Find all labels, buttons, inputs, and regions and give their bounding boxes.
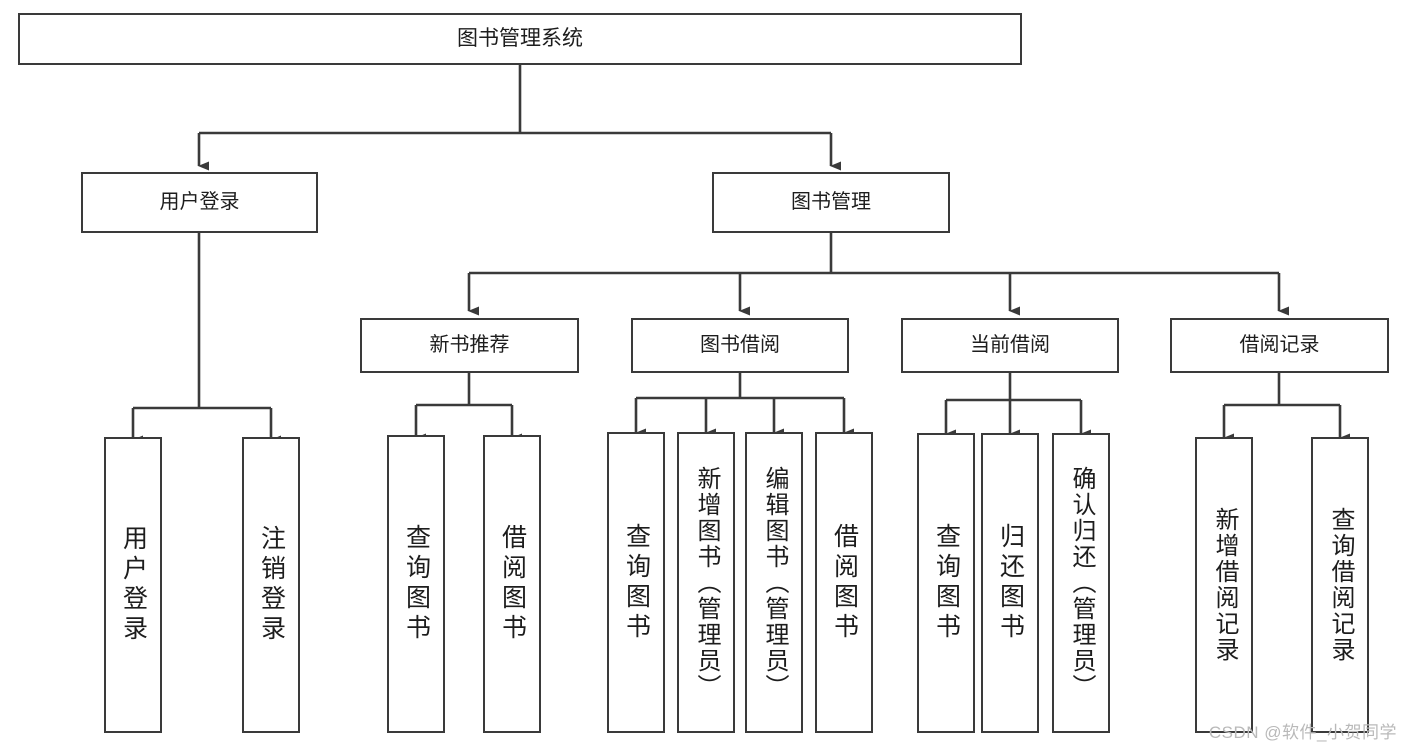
leaf-query-book-2-label: 查询图书 [622,522,651,643]
leaf-edit-book[interactable]: 编辑图书（管理员） [745,432,803,733]
leaf-query-book-3[interactable]: 查询图书 [917,433,975,733]
leaf-query-book-2[interactable]: 查询图书 [607,432,665,733]
leaf-query-record[interactable]: 查询借阅记录 [1311,437,1369,733]
node-new-book-recommend-label: 新书推荐 [429,334,510,357]
node-user-login[interactable]: 用户登录 [81,172,318,233]
leaf-borrow-book-2-label: 借阅图书 [830,522,859,643]
leaf-return-book-label: 归还图书 [996,523,1025,643]
leaf-return-book[interactable]: 归还图书 [981,433,1039,733]
node-current-borrow-label: 当前借阅 [970,334,1050,357]
node-root[interactable]: 图书管理系统 [18,13,1022,65]
leaf-query-book-1[interactable]: 查询图书 [387,435,445,733]
node-current-borrow[interactable]: 当前借阅 [901,318,1119,373]
leaf-user-login-label: 用户登录 [119,525,148,645]
csdn-watermark: CSDN @软件_小贺同学 [1208,723,1397,742]
node-user-login-label: 用户登录 [159,191,240,214]
leaf-add-book-label: 新增图书（管理员） [693,465,720,700]
leaf-borrow-book-1[interactable]: 借阅图书 [483,435,541,733]
leaf-query-book-1-label: 查询图书 [402,524,431,644]
leaf-edit-book-label: 编辑图书（管理员） [761,465,788,700]
node-new-book-recommend[interactable]: 新书推荐 [360,318,579,373]
node-root-label: 图书管理系统 [457,27,583,51]
leaf-add-record[interactable]: 新增借阅记录 [1195,437,1253,733]
leaf-add-book[interactable]: 新增图书（管理员） [677,432,735,733]
node-book-borrow-label: 图书借阅 [700,334,780,357]
leaf-query-record-label: 查询借阅记录 [1327,507,1354,663]
node-book-manage[interactable]: 图书管理 [712,172,950,233]
leaf-query-book-3-label: 查询图书 [932,523,961,643]
leaf-logout-label: 注销登录 [257,525,286,645]
leaf-logout[interactable]: 注销登录 [242,437,300,733]
leaf-add-record-label: 新增借阅记录 [1211,507,1238,663]
leaf-confirm-return[interactable]: 确认归还（管理员） [1052,433,1110,733]
node-borrow-record[interactable]: 借阅记录 [1170,318,1389,373]
leaf-user-login[interactable]: 用户登录 [104,437,162,733]
leaf-confirm-return-label: 确认归还（管理员） [1068,466,1095,700]
leaf-borrow-book-2[interactable]: 借阅图书 [815,432,873,733]
node-book-manage-label: 图书管理 [791,191,871,214]
node-book-borrow[interactable]: 图书借阅 [631,318,849,373]
leaf-borrow-book-1-label: 借阅图书 [498,524,527,644]
node-borrow-record-label: 借阅记录 [1239,334,1320,357]
